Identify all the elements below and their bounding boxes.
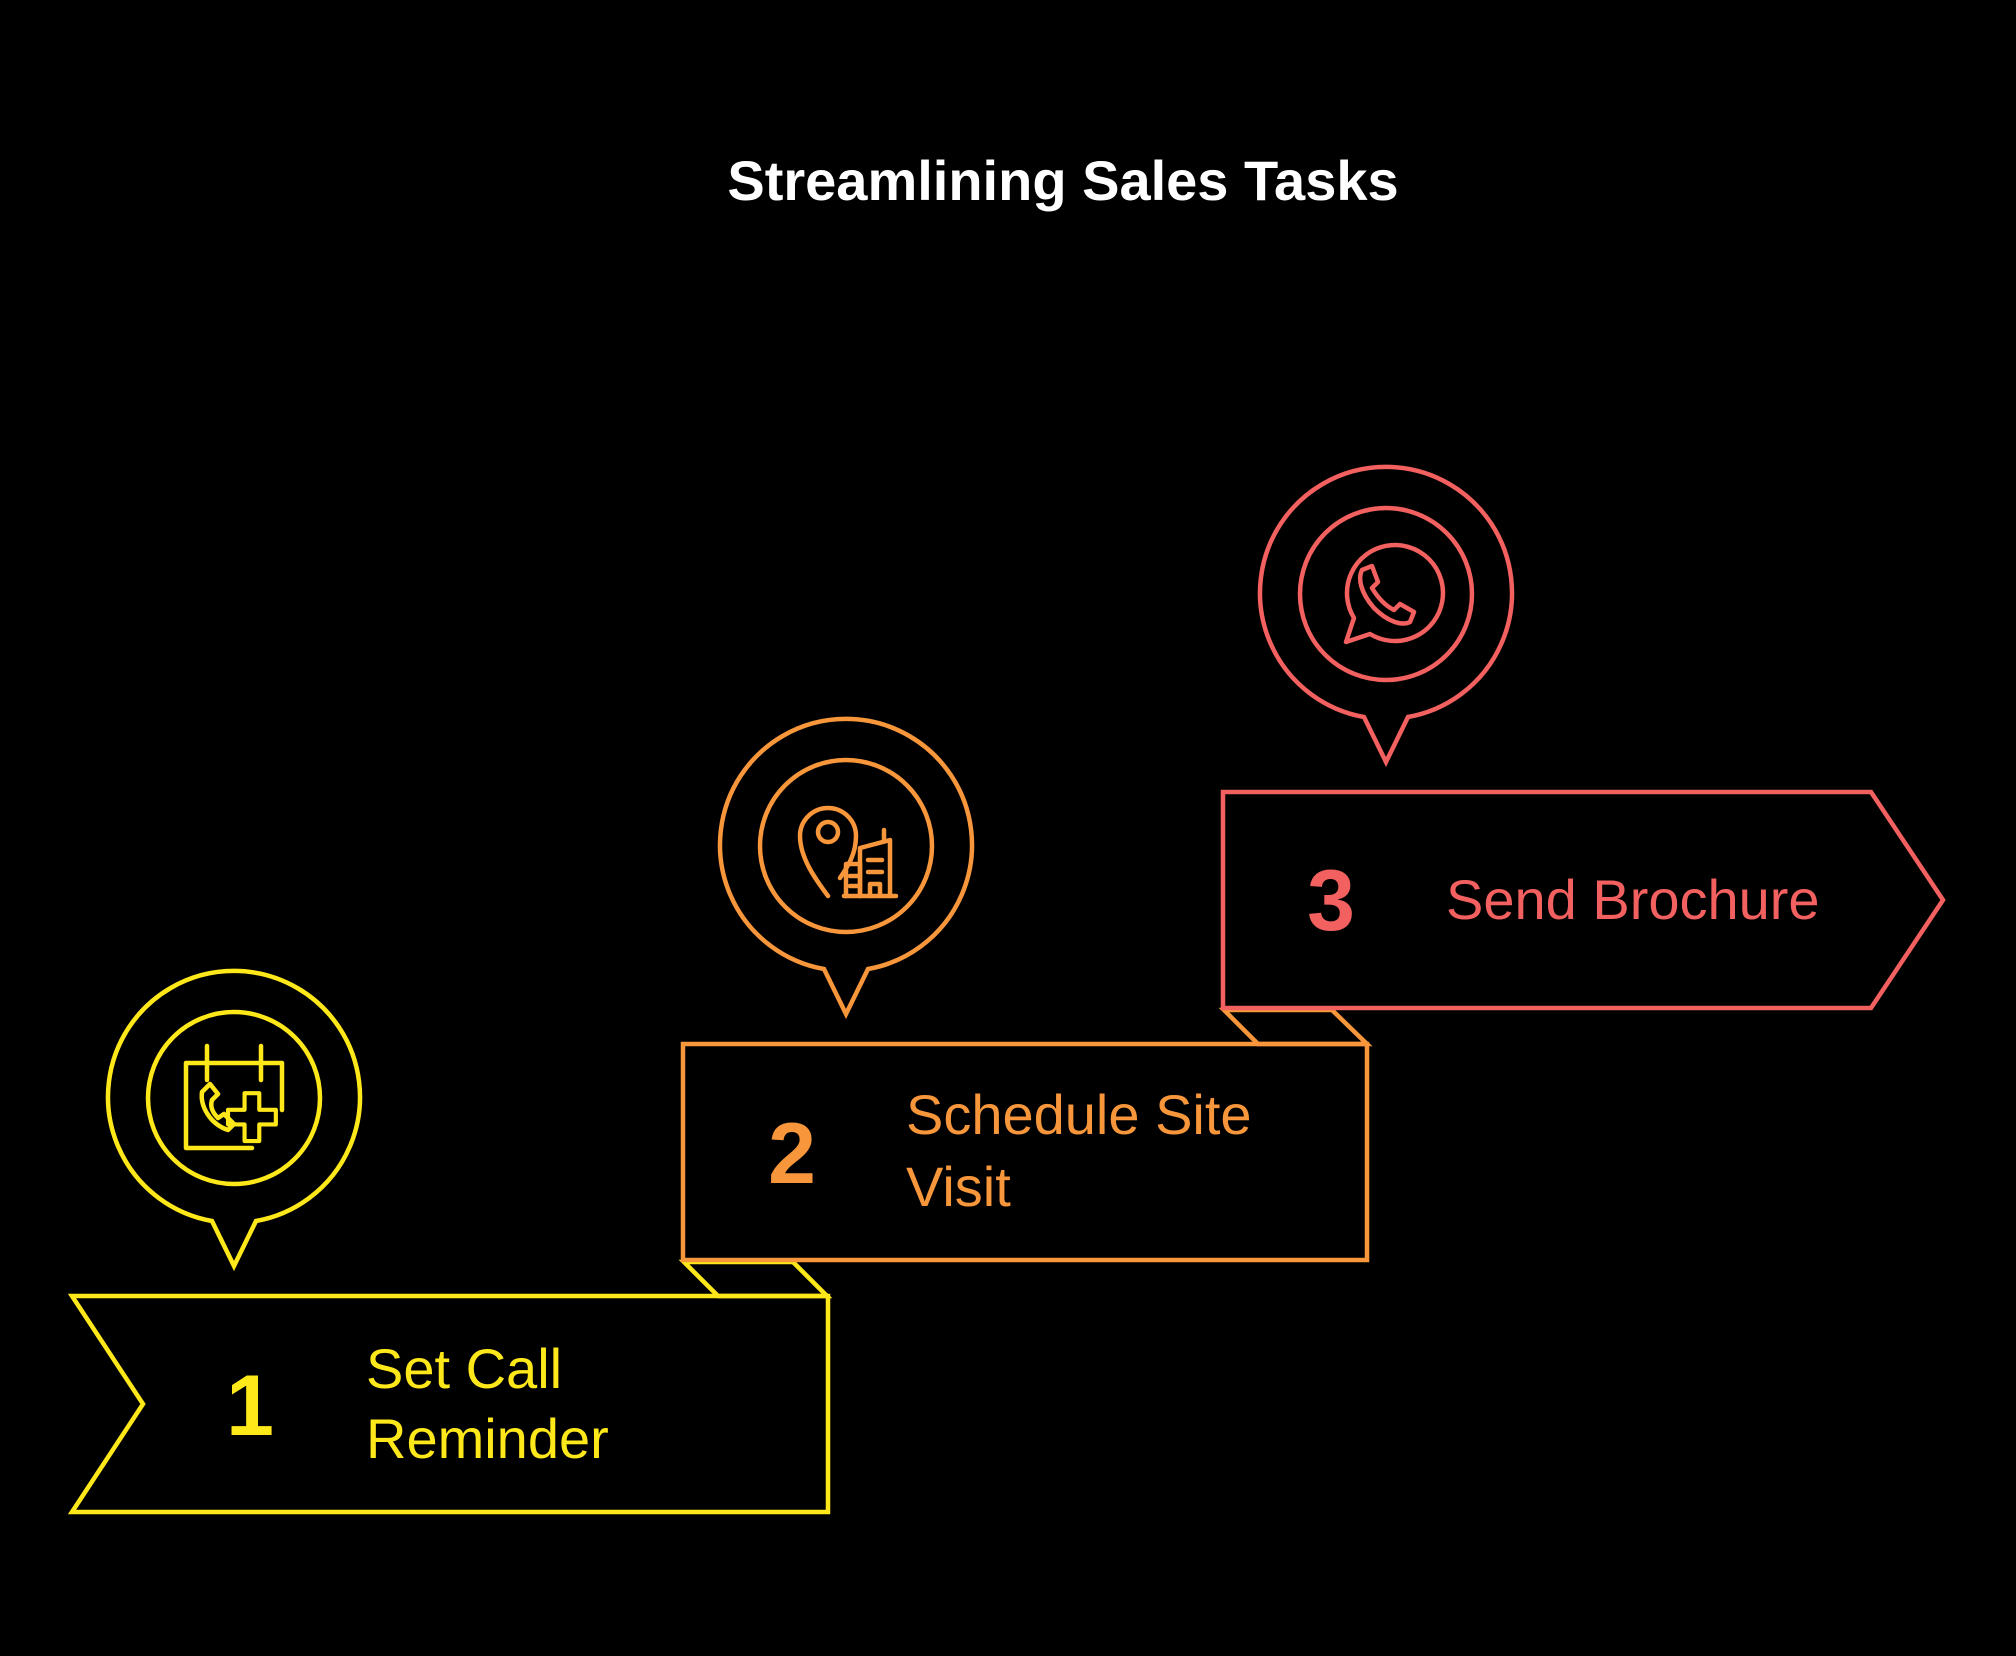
- step-1-marker: [105, 968, 363, 1272]
- diagram-title: Streamlining Sales Tasks: [727, 149, 1398, 212]
- step-2-number: 2: [768, 1106, 816, 1202]
- step-1-label: Set Call Reminder: [366, 1337, 609, 1470]
- step-2-marker: [717, 716, 975, 1020]
- location-pin-building-icon: [797, 805, 899, 899]
- step-1-marker-pin: [105, 968, 363, 1272]
- step-3-marker-inner-ring: [1297, 505, 1475, 683]
- step-3-arrow: [1220, 789, 1946, 1011]
- step-1-label-line-2: Reminder: [366, 1407, 609, 1470]
- step-1-ribbon: [67, 1293, 831, 1515]
- step-2-label-line-1: Schedule Site: [906, 1083, 1252, 1146]
- step-1-number: 1: [226, 1358, 274, 1454]
- step-2-connector: [1218, 1007, 1373, 1047]
- step-2-label-line-2: Visit: [906, 1155, 1011, 1218]
- step-2-label: Schedule Site Visit: [906, 1083, 1267, 1218]
- step-3: 3 Send Brochure: [1220, 464, 1946, 1011]
- step-3-label: Send Brochure: [1446, 868, 1820, 931]
- step-3-number: 3: [1307, 853, 1355, 949]
- step-2-box: [680, 1041, 1370, 1263]
- step-1-marker-inner-ring: [145, 1009, 323, 1187]
- step-3-marker-pin: [1257, 464, 1515, 768]
- step-1: 1 Set Call Reminder: [67, 968, 833, 1515]
- step-2-marker-inner-ring: [757, 757, 935, 935]
- step-1-label-line-1: Set Call: [366, 1337, 562, 1400]
- step-2-marker-pin: [717, 716, 975, 1020]
- whatsapp-icon: [1343, 542, 1446, 645]
- step-3-marker: [1257, 464, 1515, 768]
- step-1-connector: [678, 1259, 833, 1299]
- calendar-phone-plus-icon: [183, 1043, 285, 1151]
- step-2: 2 Schedule Site Visit: [680, 716, 1373, 1263]
